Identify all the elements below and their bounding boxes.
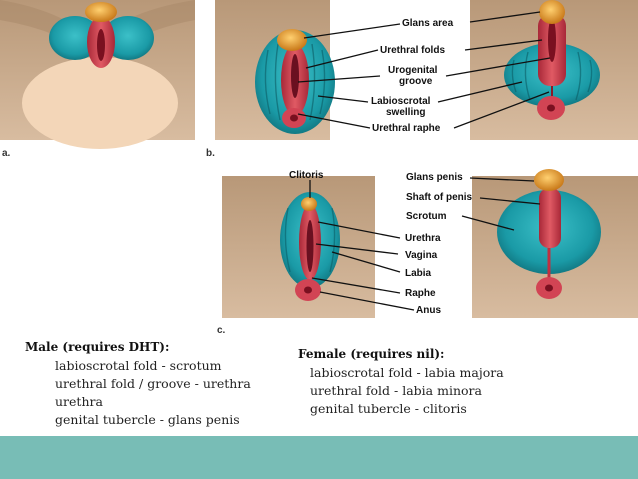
female-heading: Female (requires nil): (298, 347, 445, 361)
male-heading: Male (requires DHT): (25, 340, 170, 354)
panel-letter-a: a. (2, 148, 11, 159)
panel-b-indifferent-illustration (215, 0, 335, 140)
male-line-1: labioscrotal fold - scrotum (55, 358, 222, 373)
panel-b-leader-lines (297, 11, 551, 129)
panel-c-female-illustration (222, 176, 375, 318)
label-urogenital: Urogenital (388, 65, 438, 76)
female-notes: Female (requires nil): labioscrotal fold… (298, 345, 504, 418)
label-labioscrotal: Labioscrotal (371, 96, 431, 107)
male-line-3: urethra (55, 394, 103, 409)
panel-letter-c: c. (217, 325, 226, 336)
label-anus: Anus (416, 305, 441, 316)
male-line-2: urethral fold / groove - urethra (55, 376, 251, 391)
label-urethra: Urethra (405, 233, 441, 244)
label-groove: groove (399, 76, 433, 87)
label-urethral-raphe: Urethral raphe (372, 123, 441, 134)
panel-letter-b: b. (206, 148, 215, 159)
label-raphe: Raphe (405, 288, 436, 299)
label-glans-area: Glans area (402, 18, 454, 29)
footer-bar (0, 436, 638, 479)
male-line-4: genital tubercle - glans penis (55, 412, 240, 427)
label-shaft-of-penis: Shaft of penis (406, 192, 473, 203)
label-glans-penis: Glans penis (406, 172, 463, 183)
male-notes: Male (requires DHT): labioscrotal fold -… (25, 338, 251, 429)
label-vagina: Vagina (405, 250, 438, 261)
label-clitoris: Clitoris (289, 170, 324, 181)
panel-a-illustration (0, 0, 195, 149)
panel-c-leader-lines (309, 177, 541, 311)
panel-c-male-illustration (472, 169, 638, 318)
label-labia: Labia (405, 268, 432, 279)
label-urethral-folds: Urethral folds (380, 45, 446, 56)
panel-b-male-illustration (470, 0, 638, 140)
label-swelling: swelling (386, 107, 426, 118)
female-line-2: urethral fold - labia minora (310, 383, 482, 398)
female-line-1: labioscrotal fold - labia majora (310, 365, 504, 380)
female-line-3: genital tubercle - clitoris (310, 401, 467, 416)
label-scrotum: Scrotum (406, 211, 447, 222)
